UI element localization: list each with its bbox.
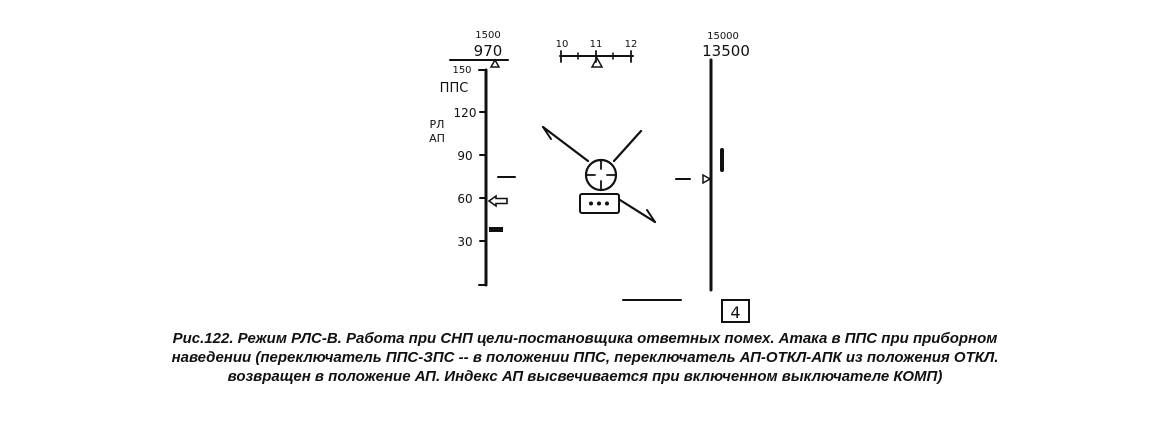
speed-arrow-icon xyxy=(487,194,508,208)
altitude-top-value: 15000 xyxy=(707,31,739,42)
steering-line-lower-right-tick xyxy=(646,209,656,223)
speed-tick-label-60: 60 xyxy=(457,192,472,206)
heading-tick-label-12: 12 xyxy=(625,39,638,50)
jamming-indicator-box xyxy=(579,193,620,214)
caption-line-1: Рис.122. Режим РЛС-В. Работа при СНП цел… xyxy=(172,330,998,347)
steering-line-lower-right xyxy=(618,198,657,224)
hud-diagram: 1500 970 150 ППС РЛ АП 120 90 60 30 10 1… xyxy=(429,30,750,323)
steering-line-upper-left-tick xyxy=(542,126,552,140)
heading-tick-label-10: 10 xyxy=(556,39,569,50)
speed-current-value: 970 xyxy=(474,42,503,60)
speed-top-index xyxy=(489,58,501,68)
radar-label-ap: АП xyxy=(429,132,445,145)
speed-top-tick-label: 150 xyxy=(452,65,471,76)
mode-label-pps: ППС xyxy=(440,81,469,96)
jamming-dot-3 xyxy=(605,201,609,206)
jamming-dot-1 xyxy=(589,201,593,206)
caption-line-2: наведении (переключатель ППС-ЗПС -- в по… xyxy=(171,349,999,366)
radar-label-rl: РЛ xyxy=(430,118,445,131)
figure-caption: Рис.122. Режим РЛС-В. Работа при СНП цел… xyxy=(20,329,1150,386)
altitude-index xyxy=(702,173,712,185)
speed-tick-label-90: 90 xyxy=(457,149,472,163)
steering-line-upper-right xyxy=(612,129,643,163)
speed-tick-label-120: 120 xyxy=(454,106,477,120)
speed-tick-label-30: 30 xyxy=(457,235,472,249)
steering-line-upper-left xyxy=(541,125,590,163)
mode-indicator-value: 4 xyxy=(730,303,740,322)
speed-marker xyxy=(489,227,503,232)
heading-index xyxy=(590,56,604,68)
altitude-current-value: 13500 xyxy=(702,42,750,60)
jamming-dot-2 xyxy=(597,201,601,206)
speed-top-value: 1500 xyxy=(475,30,500,41)
heading-tick-label-11: 11 xyxy=(590,39,603,50)
mode-indicator-box xyxy=(721,299,750,323)
caption-line-3: возвращен в положение АП. Индекс АП высв… xyxy=(227,368,943,385)
